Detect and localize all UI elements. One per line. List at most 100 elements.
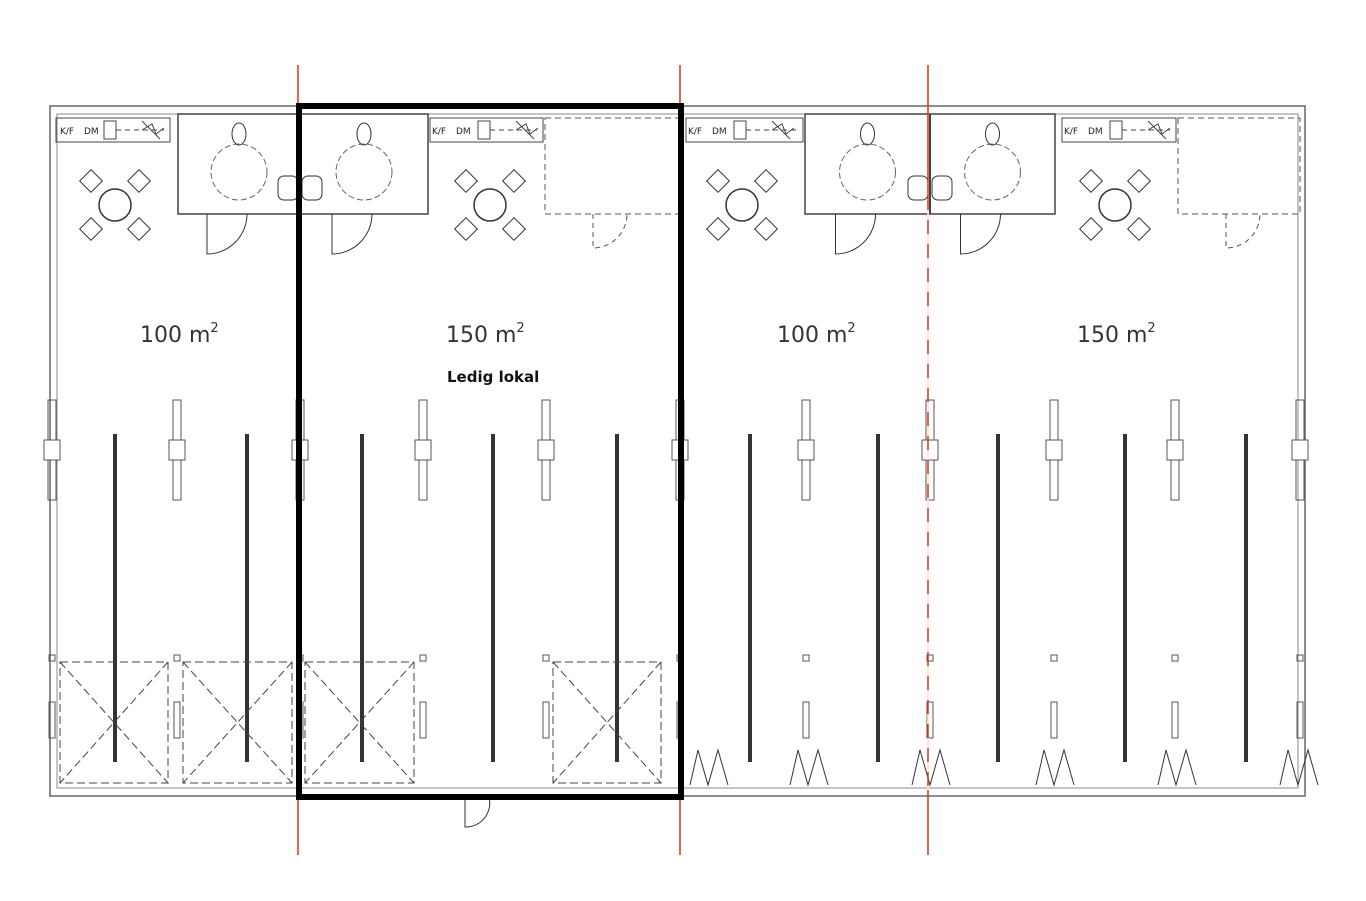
storage-room: [1177, 117, 1301, 215]
post: [542, 654, 550, 662]
chair-icon: [1078, 168, 1104, 194]
overhead-door: [304, 661, 415, 784]
column: [615, 434, 619, 762]
post: [173, 701, 181, 739]
overhead-door-diagonal: [59, 661, 169, 784]
table-icon: [473, 188, 507, 222]
post: [1050, 654, 1058, 662]
sink-icon: [733, 120, 747, 140]
door-swing: [331, 213, 373, 255]
chair-icon: [453, 168, 479, 194]
unit-4-area: 150 m2: [1077, 321, 1156, 348]
available-unit-highlight[interactable]: [296, 103, 684, 800]
post: [48, 654, 56, 662]
chair-icon: [1126, 168, 1152, 194]
overhead-door-diagonal: [182, 661, 293, 784]
column: [1244, 434, 1248, 762]
turning-circle: [839, 143, 896, 201]
washbasin-icon: [301, 175, 323, 201]
unit-1-area: 100 m2: [140, 321, 219, 348]
washbasin-icon: [277, 175, 299, 201]
sink-icon: [103, 120, 117, 140]
post: [1296, 654, 1304, 662]
column: [1123, 434, 1127, 762]
pillar-base: [1045, 439, 1063, 461]
folding-door: [689, 748, 729, 787]
post: [1296, 701, 1304, 739]
turning-circle: [210, 143, 268, 201]
post: [419, 654, 427, 662]
folding-door: [1279, 748, 1319, 787]
stove-icon: [515, 120, 539, 140]
kitchen-counter: [55, 117, 171, 143]
chair-icon: [1078, 216, 1104, 242]
overhead-door-diagonal: [552, 661, 662, 784]
chair-icon: [126, 168, 152, 194]
folding-door: [789, 748, 829, 787]
kf-label: K/F: [688, 127, 702, 137]
column: [245, 434, 249, 762]
overhead-door: [59, 661, 169, 784]
overhead-door: [182, 661, 293, 784]
post: [1171, 654, 1179, 662]
column: [491, 434, 495, 762]
kf-label: K/F: [1064, 127, 1078, 137]
column: [360, 434, 364, 762]
folding-door: [911, 748, 951, 787]
kitchenettes: K/F DM K/F DM K/F DM K/F DM: [60, 127, 1103, 137]
column: [996, 434, 1000, 762]
pillar-base: [43, 439, 61, 461]
overhead-door-diagonal: [304, 661, 415, 784]
folding-door: [1035, 748, 1075, 787]
kitchen-counter: [1061, 117, 1177, 143]
overhead-door-diagonal: [304, 661, 415, 784]
bathroom: [177, 113, 429, 215]
post: [542, 701, 550, 739]
kitchen-counter: [685, 117, 804, 143]
entrance-door: [464, 796, 491, 828]
dm-label: DM: [1088, 127, 1103, 137]
toilet-icon: [356, 122, 372, 146]
pillar-base: [921, 439, 939, 461]
overhead-door-diagonal: [552, 661, 662, 784]
door-swing: [835, 213, 876, 255]
chair-icon: [1126, 216, 1152, 242]
column: [748, 434, 752, 762]
post: [926, 654, 934, 662]
dm-label: DM: [456, 127, 471, 137]
unit-2-status: Ledig lokal: [447, 368, 539, 386]
pillar-base: [168, 439, 186, 461]
door-swing: [206, 213, 248, 255]
storage-room: [544, 117, 681, 215]
post: [802, 701, 810, 739]
overhead-door-diagonal: [182, 661, 293, 784]
door-swing: [960, 213, 1001, 255]
chair-icon: [753, 216, 779, 242]
post: [419, 701, 427, 739]
post: [1050, 701, 1058, 739]
pillar-base: [537, 439, 555, 461]
chair-icon: [501, 168, 527, 194]
kitchen-counter: [429, 117, 544, 143]
table-icon: [1098, 188, 1132, 222]
chair-icon: [126, 216, 152, 242]
washbasin-icon: [907, 175, 929, 201]
toilet-icon: [985, 122, 1000, 146]
post: [173, 654, 181, 662]
turning-circle: [335, 143, 393, 201]
overhead-door-diagonal: [59, 661, 169, 784]
chair-icon: [705, 168, 731, 194]
door-swing: [592, 213, 628, 249]
pillar-base: [1291, 439, 1309, 461]
column: [876, 434, 880, 762]
unit-labels: 100 m2 150 m2 Ledig lokal 100 m2 150 m2: [140, 321, 1156, 386]
unit-3-area: 100 m2: [777, 321, 856, 348]
unit-2-area: 150 m2: [446, 321, 525, 348]
post: [802, 654, 810, 662]
kf-label: K/F: [60, 127, 74, 137]
table-icon: [725, 188, 759, 222]
chair-icon: [453, 216, 479, 242]
post: [48, 701, 56, 739]
post: [1171, 701, 1179, 739]
